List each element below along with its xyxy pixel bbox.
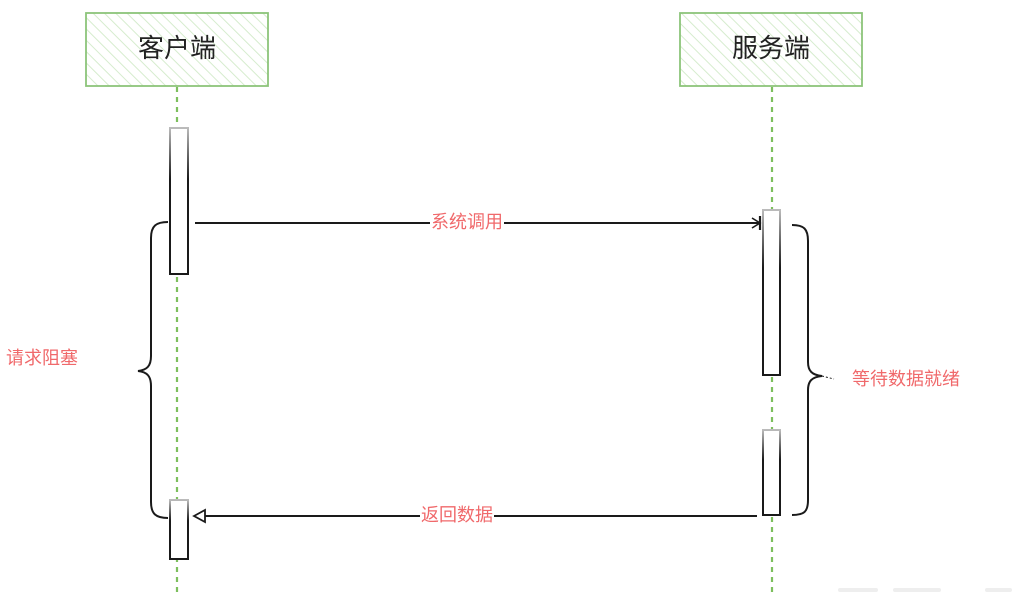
right-brace xyxy=(791,224,823,516)
note-label-request-blocked: 请求阻塞 xyxy=(6,348,78,369)
message-label-system-call: 系统调用 xyxy=(430,212,504,234)
client-activation-2[interactable] xyxy=(169,499,189,560)
actor-server-box[interactable] xyxy=(679,12,863,87)
actor-server-label: 服务端 xyxy=(731,34,810,64)
server-activation-1[interactable] xyxy=(762,209,781,376)
left-brace xyxy=(137,221,169,519)
note-label-waiting-data-ready: 等待数据就绪 xyxy=(852,369,960,390)
client-activation-1[interactable] xyxy=(169,127,189,275)
message-label-return-data: 返回数据 xyxy=(420,505,494,527)
actor-client-label: 客户端 xyxy=(137,34,216,64)
actor-client-box[interactable] xyxy=(85,12,269,87)
server-activation-2[interactable] xyxy=(762,429,781,516)
